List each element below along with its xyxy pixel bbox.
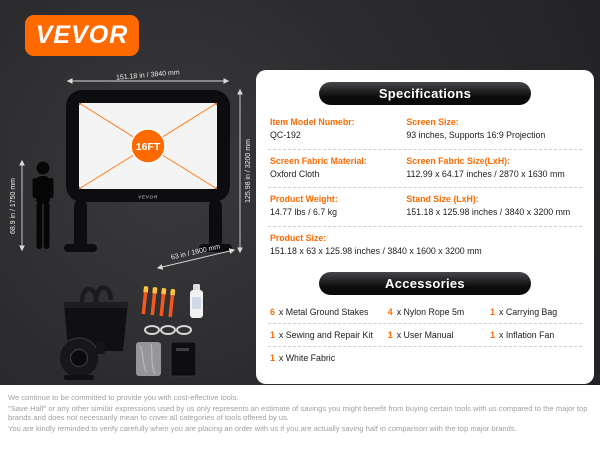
disclaimer-footer: We continue to be committed to provide y… [0,385,600,450]
spec-item-product-weight: Product Weight: 14.77 lbs / 6.7 kg [270,194,406,218]
user-manual-image [170,341,197,377]
screen-size-badge [130,128,166,164]
spec-row: Screen Fabric Material: Oxford Cloth Scr… [268,150,582,188]
accessory-qty: 1 [490,307,495,317]
spec-value: 93 inches, Supports 16:9 Projection [406,130,546,140]
accessory-qty: 1 [270,330,275,340]
spec-item-fabric-material: Screen Fabric Material: Oxford Cloth [270,156,406,180]
width-dimension-label: 151.18 in / 3840 mm [116,70,180,82]
vevor-logo-text: VEVOR [35,21,129,49]
accessory-name: x User Manual [396,330,454,340]
spec-label: Stand Size (LxH): [406,194,479,204]
spec-label: Screen Fabric Size(LxH): [406,155,511,166]
spec-item-model-number: Item Model Numebr: QC-192 [270,117,406,141]
disclaimer-line-1: We continue to be committed to provide y… [8,393,239,402]
disclaimer-line-2: "Save Half" or any other similar express… [8,403,588,423]
height-dimension-label: 125.98 in / 3200 mm [245,139,252,203]
specifications-title: Specifications [378,86,472,101]
spec-value: QC-192 [270,130,301,140]
nylon-ropes-image [144,325,192,335]
spec-row: Product Size: 151.18 x 63 x 125.98 inche… [268,227,582,265]
product-dimension-diagram: 151.18 in / 3840 mm 16FT VEVOR 125.98 in… [10,70,252,270]
accessory-item-repair-kit: 1 x Sewing and Repair Kit [270,330,388,340]
accessory-name: x Inflation Fan [499,330,555,340]
accessories-header: Accessories [319,272,531,295]
accessory-item-rope: 4 x Nylon Rope 5m [388,307,490,317]
accessory-qty: 1 [387,330,393,340]
accessories-row: 6 x Metal Ground Stakes 4 x Nylon Rope 5… [268,301,582,324]
depth-dimension-line [156,248,236,270]
vevor-logo: VEVOR [25,15,139,56]
left-leg [74,200,87,248]
left-foot [64,244,97,252]
spec-label: Screen Fabric Material: [270,155,367,166]
spec-item-fabric-size: Screen Fabric Size(LxH): 112.99 x 64.17 … [406,156,580,180]
specifications-table: Item Model Numebr: QC-192 Screen Size: 9… [268,111,582,264]
spec-value: Oxford Cloth [270,168,320,179]
spec-item-screen-size: Screen Size: 93 inches, Supports 16:9 Pr… [406,117,580,141]
inflation-fan-image [58,337,105,380]
accessory-item-bag: 1 x Carrying Bag [490,307,580,317]
right-leg [209,200,222,248]
accessory-qty: 4 [387,307,393,317]
accessory-name: x Carrying Bag [499,307,558,317]
disclaimer-line-3: You are kindly reminded to verify carefu… [8,423,517,433]
spec-value: 112.99 x 64.17 inches / 2870 x 1630 mm [406,168,565,179]
accessory-name: x Nylon Rope 5m [396,307,465,317]
accessory-photos [58,284,203,380]
spec-label: Item Model Numebr: [270,117,355,127]
accessories-row: 1 x Sewing and Repair Kit 1 x User Manua… [268,324,582,347]
accessory-qty: 1 [490,330,495,340]
spec-value: 151.18 x 63 x 125.98 inches / 3840 x 160… [270,245,482,256]
white-fabric-image [136,342,161,376]
accessory-item-manual: 1 x User Manual [388,330,490,340]
frame-brand-text: VEVOR [138,195,158,201]
spec-row: Item Model Numebr: QC-192 Screen Size: 9… [268,111,582,150]
spec-item-stand-size: Stand Size (LxH): 151.18 x 125.98 inches… [406,194,580,218]
person-silhouette [32,161,54,249]
accessory-qty: 6 [270,307,275,317]
accessory-name: x Sewing and Repair Kit [278,330,373,340]
spec-item-product-size: Product Size: 151.18 x 63 x 125.98 inche… [270,233,580,257]
accessory-name: x Metal Ground Stakes [278,307,369,317]
ground-stakes-image [141,286,176,318]
spec-label: Screen Size: [406,117,459,127]
repair-kit-bottle-image [190,284,203,318]
accessories-row: 1 x White Fabric [268,347,582,369]
accessories-title: Accessories [385,276,465,291]
spec-label: Product Size: [270,232,327,243]
accessory-item-fan: 1 x Inflation Fan [490,330,580,340]
accessories-table: 6 x Metal Ground Stakes 4 x Nylon Rope 5… [268,301,582,369]
spec-value: 14.77 lbs / 6.7 kg [270,207,337,217]
accessory-item-fabric: 1 x White Fabric [270,353,388,363]
spec-label: Product Weight: [270,194,338,204]
accessory-item-stakes: 6 x Metal Ground Stakes [270,307,388,317]
specifications-header: Specifications [319,82,531,105]
spec-row: Product Weight: 14.77 lbs / 6.7 kg Stand… [268,188,582,227]
accessory-qty: 1 [270,353,275,363]
accessory-name: x White Fabric [278,353,336,363]
screen-size-badge-label: 16FT [136,141,161,153]
specs-panel: Specifications Item Model Numebr: QC-192… [256,70,594,384]
spec-value: 151.18 x 125.98 inches / 3840 x 3200 mm [406,207,571,217]
person-height-label: 68.9 in / 1750 mm [10,178,17,234]
